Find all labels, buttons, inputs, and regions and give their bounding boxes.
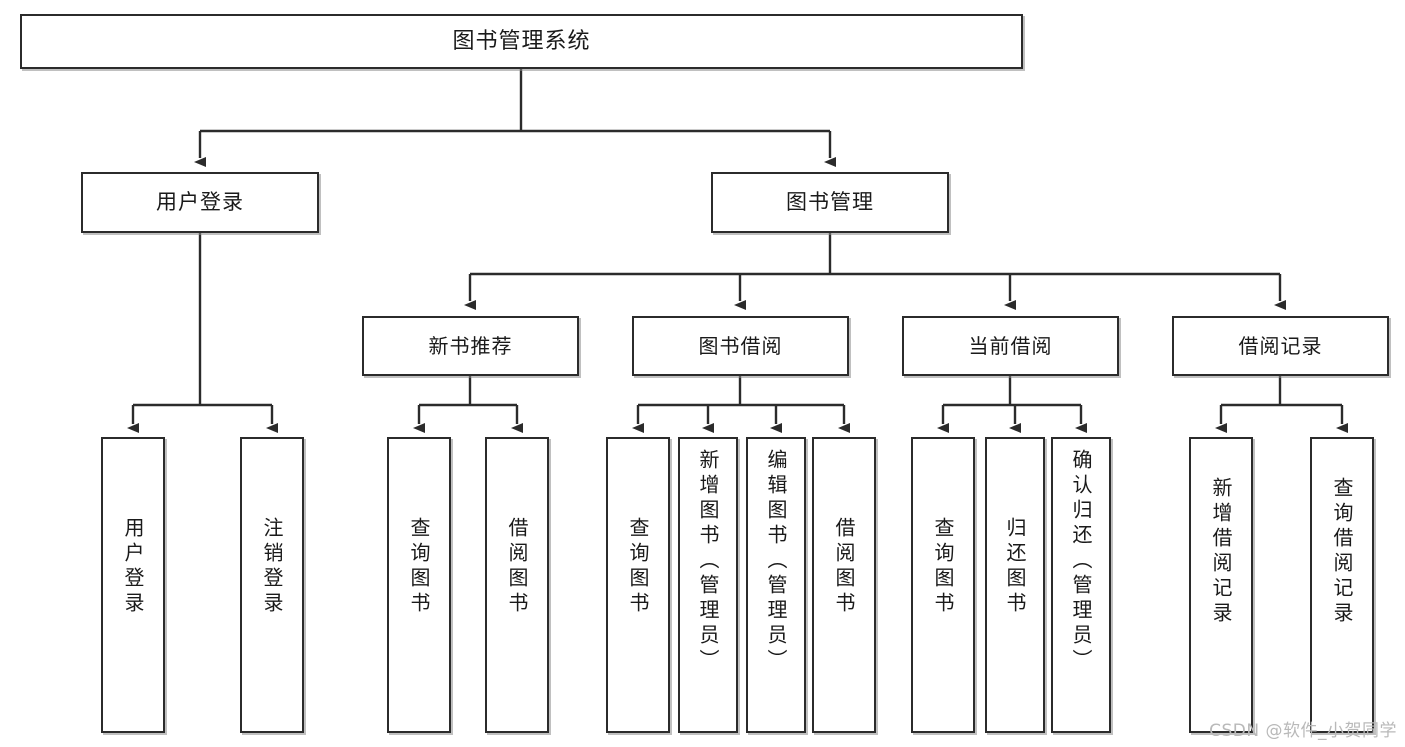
node-label: 图书管理系统	[452, 28, 591, 54]
node-label: 归还图书	[1003, 517, 1027, 617]
node-label: 用户登录	[121, 517, 145, 617]
node-leaf-query-record[interactable]: 查询借阅记录	[1310, 437, 1374, 733]
node-label: 当前借阅	[968, 333, 1053, 358]
node-user-login[interactable]: 用户登录	[81, 172, 319, 233]
node-leaf-add-record[interactable]: 新增借阅记录	[1189, 437, 1253, 733]
node-label: 新书推荐	[428, 333, 513, 358]
node-label: 编辑图书（管理员）	[764, 449, 788, 674]
node-leaf-query-book-1[interactable]: 查询图书	[387, 437, 451, 733]
node-label: 借阅图书	[505, 517, 529, 617]
node-label: 用户登录	[156, 190, 244, 215]
node-book-manage[interactable]: 图书管理	[711, 172, 949, 233]
node-current-borrow[interactable]: 当前借阅	[902, 316, 1119, 376]
node-label: 图书借阅	[698, 333, 783, 358]
node-leaf-confirm-return[interactable]: 确认归还（管理员）	[1051, 437, 1111, 733]
node-leaf-user-logout[interactable]: 注销登录	[240, 437, 304, 733]
node-label: 查询借阅记录	[1330, 477, 1354, 627]
node-leaf-query-book-3[interactable]: 查询图书	[911, 437, 975, 733]
node-leaf-user-login[interactable]: 用户登录	[101, 437, 165, 733]
node-borrow-record[interactable]: 借阅记录	[1172, 316, 1389, 376]
node-label: 借阅图书	[832, 517, 856, 617]
node-leaf-query-book-2[interactable]: 查询图书	[606, 437, 670, 733]
node-label: 新增图书（管理员）	[696, 449, 720, 674]
node-label: 注销登录	[260, 517, 284, 617]
node-label: 查询图书	[626, 517, 650, 617]
node-leaf-add-book[interactable]: 新增图书（管理员）	[678, 437, 738, 733]
node-leaf-edit-book[interactable]: 编辑图书（管理员）	[746, 437, 806, 733]
node-book-borrow[interactable]: 图书借阅	[632, 316, 849, 376]
node-label: 借阅记录	[1238, 333, 1323, 358]
csdn-watermark: CSDN @软件_小贺同学	[1209, 721, 1397, 741]
node-new-book-rec[interactable]: 新书推荐	[362, 316, 579, 376]
node-leaf-borrow-book-1[interactable]: 借阅图书	[485, 437, 549, 733]
node-label: 查询图书	[931, 517, 955, 617]
node-leaf-return-book[interactable]: 归还图书	[985, 437, 1045, 733]
node-label: 查询图书	[407, 517, 431, 617]
node-root[interactable]: 图书管理系统	[20, 14, 1023, 69]
node-label: 图书管理	[786, 190, 874, 215]
node-label: 确认归还（管理员）	[1069, 449, 1093, 674]
node-label: 新增借阅记录	[1209, 477, 1233, 627]
node-leaf-borrow-book-2[interactable]: 借阅图书	[812, 437, 876, 733]
